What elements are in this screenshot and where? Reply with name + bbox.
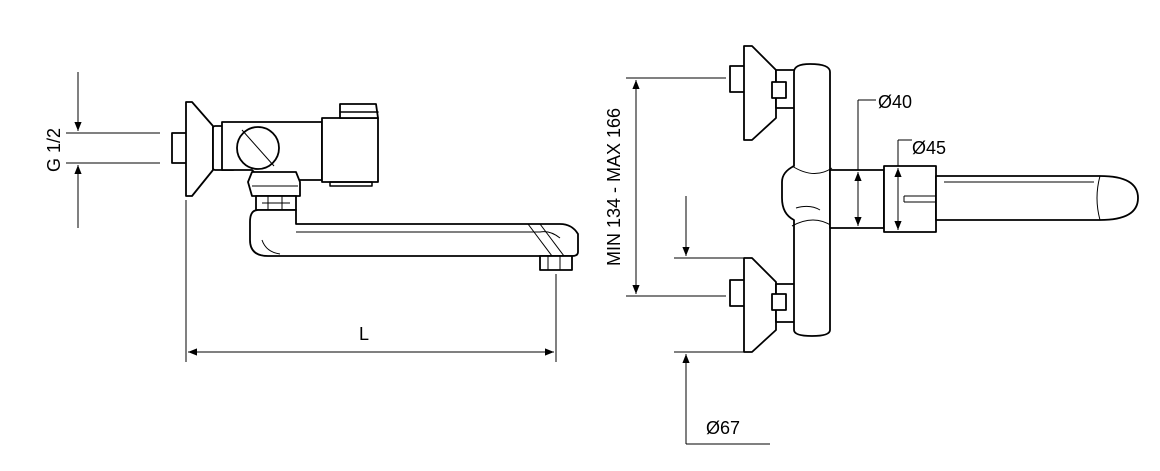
body-diameter-dimension: Ø40	[854, 92, 912, 226]
handle-diameter-dimension: Ø45	[894, 138, 946, 230]
spout	[249, 209, 579, 257]
handle	[321, 103, 379, 187]
handle-collar	[883, 165, 937, 233]
front-view: MIN 134 - MAX 166 Ø67	[604, 45, 1139, 445]
body-diameter-label: Ø40	[878, 92, 912, 112]
swivel-nut	[247, 171, 301, 211]
lower-inlet	[729, 257, 799, 353]
side-view: G 1/2	[44, 72, 579, 362]
center-distance-label: MIN 134 - MAX 166	[604, 108, 624, 266]
lever-handle	[935, 175, 1139, 221]
thread-label: G 1/2	[44, 128, 64, 172]
wall-flange	[185, 101, 214, 197]
upper-inlet	[729, 45, 799, 141]
flange-dimension: Ø67	[674, 196, 770, 445]
aerator	[539, 255, 573, 271]
mixer-body-front	[781, 63, 831, 337]
length-dimension: L	[185, 200, 557, 362]
length-label: L	[359, 324, 369, 344]
flange-diameter-label: Ø67	[706, 418, 740, 438]
thread-dimension: G 1/2	[44, 72, 160, 228]
center-distance-dimension: MIN 134 - MAX 166	[604, 77, 726, 297]
body-neck	[829, 169, 885, 229]
handle-diameter-label: Ø45	[912, 138, 946, 158]
